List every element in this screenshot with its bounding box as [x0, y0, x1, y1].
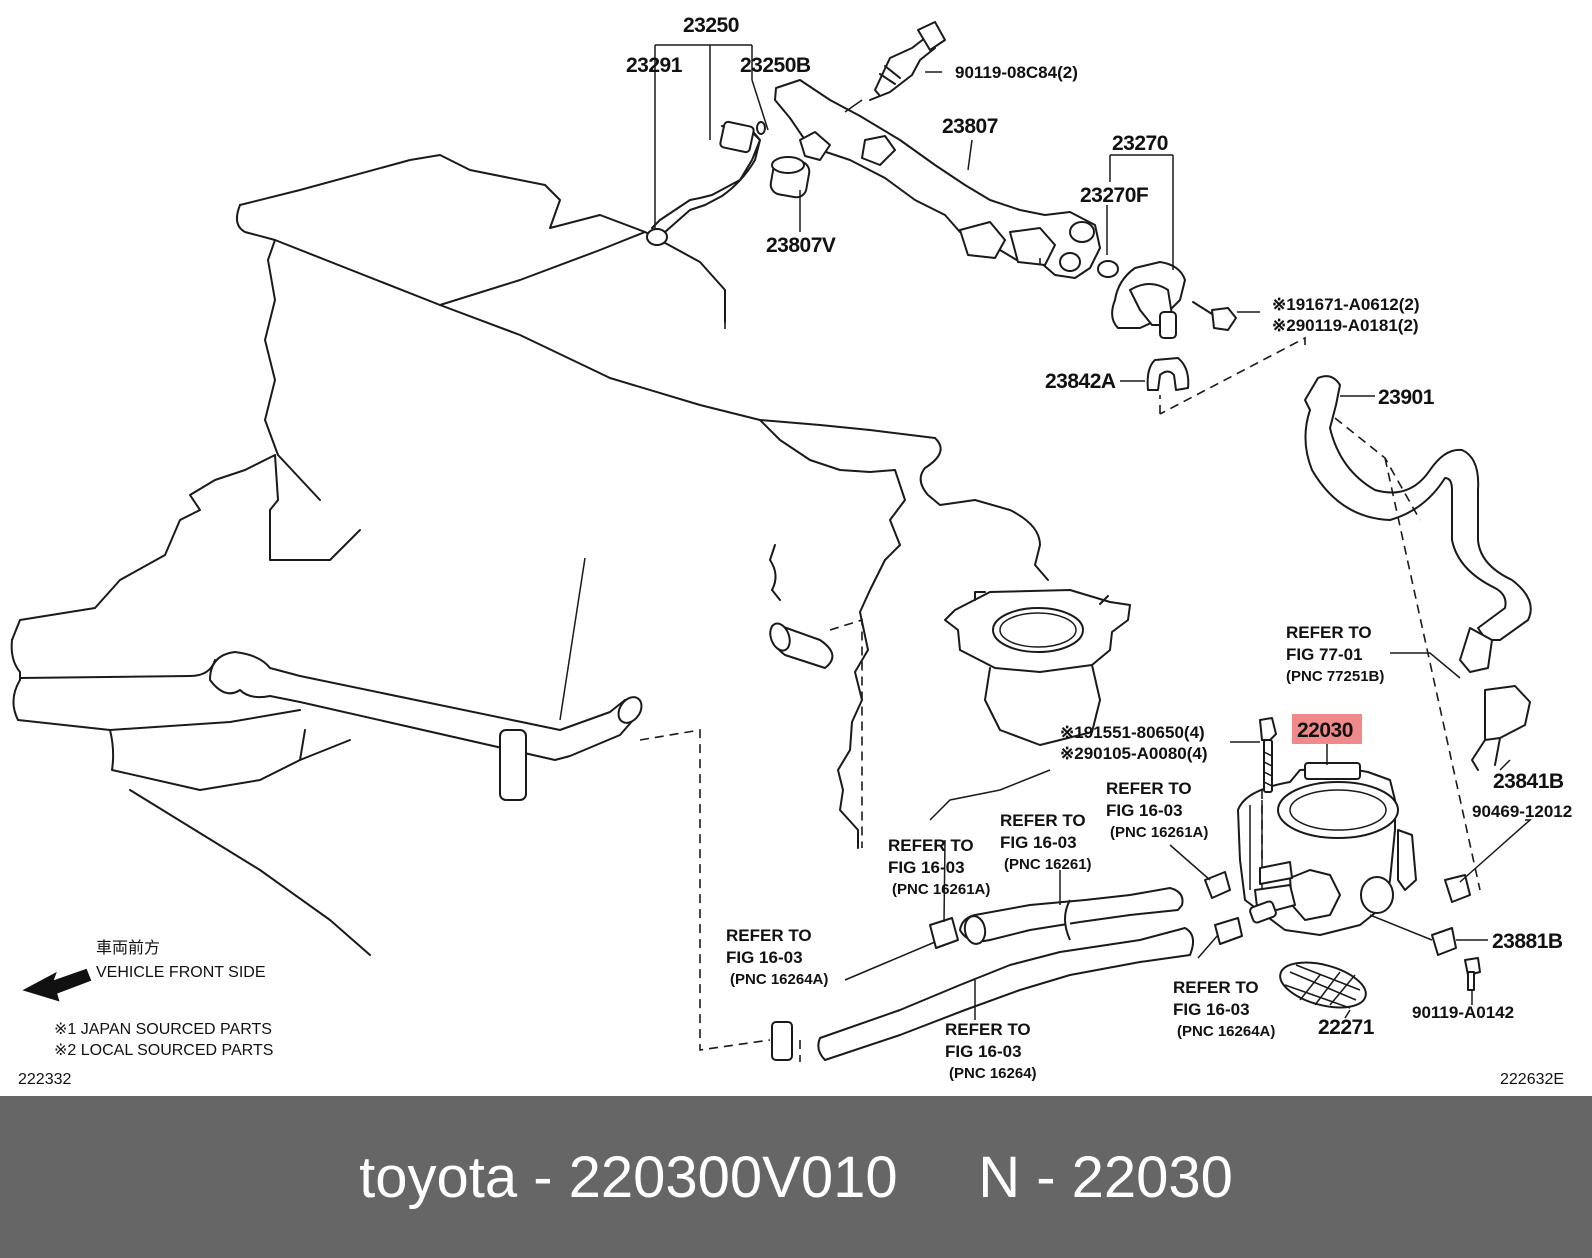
refer-to-fig-16-03-d: REFER TO FIG 16-03 (PNC 16264A): [726, 926, 828, 988]
direction-label-jp: 車両前方: [96, 939, 160, 957]
ref-line1: REFER TO: [888, 836, 974, 855]
refer-to-fig-16-03-f: REFER TO FIG 16-03 (PNC 16264): [945, 1020, 1037, 1082]
part-label-23250: 23250: [683, 14, 739, 37]
part-label-23291: 23291: [626, 54, 683, 77]
ref-pnc: (PNC 16264A): [730, 971, 828, 988]
part-highlight-22030: [1292, 714, 1362, 744]
ref-line2: FIG 16-03: [726, 948, 803, 967]
ref-pnc: (PNC 16264): [949, 1065, 1037, 1082]
part-label-23270f: 23270F: [1080, 184, 1149, 207]
ref-pnc: (PNC 16261A): [892, 881, 990, 898]
part-label-90119-08c84: 90119-08C84(2): [955, 63, 1078, 82]
dashed-leaders: [639, 258, 1481, 1062]
fuel-hose: [1304, 375, 1532, 771]
ref-pnc: (PNC 16261): [1004, 856, 1092, 873]
refer-to-fig-16-03-b: REFER TO FIG 16-03 (PNC 16261): [1000, 811, 1092, 873]
front-direction-arrow: [22, 968, 92, 1002]
note-japan-sourced: ※1 JAPAN SOURCED PARTS: [54, 1021, 272, 1038]
ref-line2: FIG 16-03: [1173, 1000, 1250, 1019]
part-label-191551: ※191551-80650(4): [1060, 723, 1205, 742]
diagram-code-right: 222632E: [1500, 1071, 1564, 1088]
ref-line1: REFER TO: [1286, 623, 1372, 642]
fuel-rail-assembly: [646, 21, 1237, 391]
ref-line1: REFER TO: [945, 1020, 1031, 1039]
part-label-23841b: 23841B: [1493, 770, 1564, 793]
water-hoses: [771, 887, 1195, 1061]
engine-outline: [10, 154, 1131, 956]
ref-line1: REFER TO: [1000, 811, 1086, 830]
refer-to-fig-77-01: REFER TO FIG 77-01 (PNC 77251B): [1286, 623, 1384, 685]
part-label-90469: 90469-12012: [1472, 802, 1572, 821]
leader-lines: [654, 44, 1532, 1020]
part-label-290105: ※290105-A0080(4): [1060, 744, 1208, 763]
refer-to-fig-16-03-a: REFER TO FIG 16-03 (PNC 16261A): [1106, 779, 1208, 841]
refer-to-fig-16-03-e: REFER TO FIG 16-03 (PNC 16264A): [1173, 978, 1275, 1040]
part-label-290119: ※290119-A0181(2): [1272, 316, 1419, 335]
part-label-22030: 22030: [1297, 719, 1353, 742]
caption-bar: toyota - 220300V010 N - 22030: [0, 1096, 1592, 1258]
part-label-23270: 23270: [1112, 132, 1168, 155]
part-label-22271: 22271: [1318, 1016, 1375, 1039]
direction-label-en: VEHICLE FRONT SIDE: [96, 964, 266, 981]
part-label-191671: ※191671-A0612(2): [1272, 295, 1420, 314]
ref-line2: FIG 16-03: [1000, 833, 1077, 852]
ref-pnc: (PNC 16264A): [1177, 1023, 1275, 1040]
diagram-drawing: 23250 23291 23250B 90119-08C84(2) 23807 …: [10, 14, 1572, 1088]
part-label-23807: 23807: [942, 115, 998, 138]
note-local-sourced: ※2 LOCAL SOURCED PARTS: [54, 1042, 273, 1059]
ref-line2: FIG 16-03: [945, 1042, 1022, 1061]
ref-line1: REFER TO: [1106, 779, 1192, 798]
ref-line2: FIG 77-01: [1286, 645, 1363, 664]
ref-pnc: (PNC 77251B): [1286, 668, 1384, 685]
part-label-23842a: 23842A: [1045, 370, 1116, 393]
part-label-23250b: 23250B: [740, 54, 811, 77]
part-label-23881b: 23881B: [1492, 930, 1563, 953]
caption-text: toyota - 220300V010 N - 22030: [359, 1144, 1233, 1210]
refer-to-fig-16-03-c: REFER TO FIG 16-03 (PNC 16261A): [888, 836, 990, 898]
throttle-body: [1204, 717, 1481, 1009]
part-label-23901: 23901: [1378, 386, 1435, 409]
ref-pnc: (PNC 16261A): [1110, 824, 1208, 841]
ref-line1: REFER TO: [726, 926, 812, 945]
part-label-90119-a0142: 90119-A0142: [1412, 1003, 1514, 1022]
ref-line1: REFER TO: [1173, 978, 1259, 997]
parts-diagram: 23250 23291 23250B 90119-08C84(2) 23807 …: [10, 14, 1573, 1088]
part-labels: 23250 23291 23250B 90119-08C84(2) 23807 …: [626, 14, 1572, 1039]
ref-line2: FIG 16-03: [1106, 801, 1183, 820]
diagram-code-left: 222332: [18, 1071, 71, 1088]
part-label-23807v: 23807V: [766, 234, 836, 257]
ref-line2: FIG 16-03: [888, 858, 965, 877]
